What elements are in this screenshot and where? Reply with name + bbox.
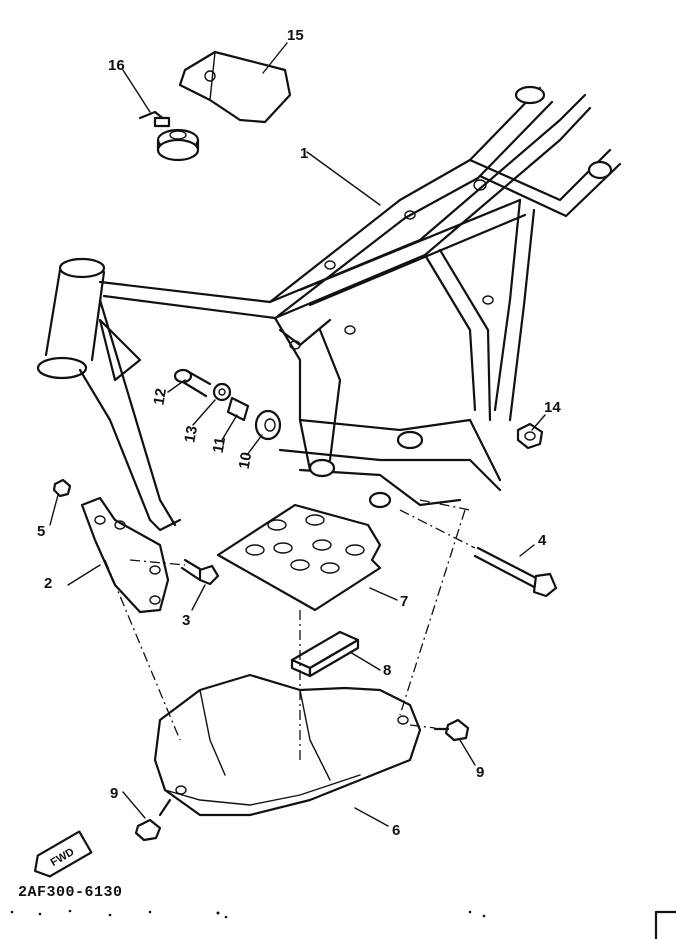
forward-arrow-icon: FWD — [33, 830, 93, 878]
part-code: 2AF300-6130 — [18, 884, 123, 901]
callout-6: 6 — [392, 822, 400, 839]
callout-12: 12 — [150, 387, 170, 406]
callout-3: 3 — [182, 612, 190, 629]
callout-10: 10 — [236, 451, 256, 470]
callout-9-lower: 9 — [110, 785, 118, 802]
callout-15: 15 — [287, 27, 304, 44]
skid-bolt-upper — [433, 718, 470, 742]
skid-plate-part — [153, 673, 422, 817]
callout-13: 13 — [181, 425, 201, 444]
cap-part — [138, 110, 200, 162]
callout-2: 2 — [44, 575, 52, 592]
callout-9-upper: 9 — [476, 764, 484, 781]
skid-bolt-lower — [134, 798, 172, 842]
callout-labels: 1 2 3 4 5 6 7 8 9 9 10 11 12 13 14 15 16 — [37, 27, 561, 839]
scan-specks — [10, 909, 486, 919]
pad-part — [290, 630, 360, 678]
main-frame — [36, 85, 622, 532]
callout-8: 8 — [383, 662, 391, 679]
callout-5: 5 — [37, 523, 45, 540]
bracket-part — [52, 478, 220, 614]
callout-7: 7 — [400, 593, 408, 610]
long-bolt-part — [473, 546, 558, 598]
callout-1: 1 — [300, 145, 308, 162]
callout-16: 16 — [108, 57, 125, 74]
leader-lines — [49, 42, 546, 827]
assembly-lines — [104, 499, 476, 760]
tool-bag-part — [178, 50, 292, 124]
nut-part-14 — [516, 422, 544, 450]
callout-4: 4 — [538, 532, 547, 549]
callout-14: 14 — [544, 399, 561, 416]
callout-11: 11 — [210, 436, 229, 455]
corner-mark — [654, 910, 676, 939]
plate-part — [216, 503, 382, 612]
